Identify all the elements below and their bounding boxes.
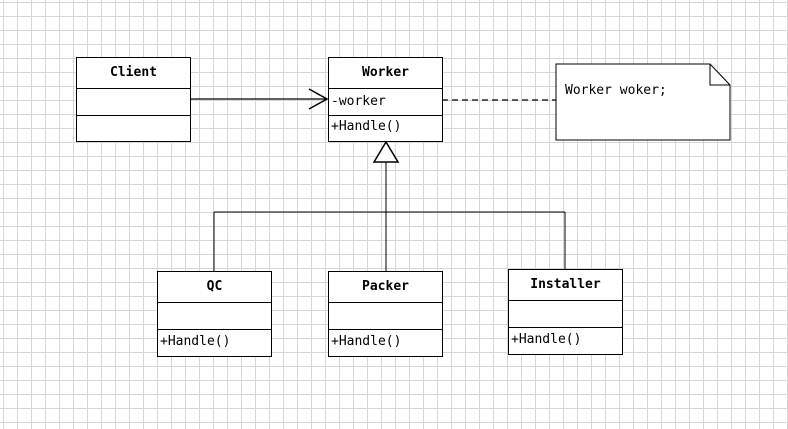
class-client[interactable]: Client: [76, 57, 191, 142]
note-shape[interactable]: [555, 63, 731, 141]
class-installer[interactable]: Installer +Handle(): [508, 269, 623, 355]
class-qc[interactable]: QC +Handle(): [157, 271, 272, 357]
generalization-triangle: [372, 140, 400, 163]
class-packer[interactable]: Packer +Handle(): [328, 271, 443, 357]
class-installer-operations: +Handle(): [511, 332, 582, 347]
class-client-operations: [77, 116, 190, 140]
class-worker[interactable]: Worker -worker +Handle(): [328, 57, 443, 142]
class-packer-name: Packer: [329, 272, 442, 303]
class-qc-name: QC: [158, 272, 271, 303]
class-qc-attributes: [158, 303, 271, 330]
class-client-attributes: [77, 89, 190, 116]
class-installer-name: Installer: [509, 270, 622, 301]
class-qc-operations: +Handle(): [160, 334, 231, 349]
class-packer-attributes: [329, 303, 442, 330]
class-installer-attributes: [509, 301, 622, 328]
note-text: Worker woker;: [565, 83, 667, 98]
class-worker-name: Worker: [329, 58, 442, 89]
association-arrowhead: [308, 88, 329, 110]
class-worker-attributes: -worker: [329, 89, 442, 116]
class-client-name: Client: [77, 58, 190, 89]
note-fold: [709, 64, 730, 86]
class-worker-operations: +Handle(): [331, 119, 402, 134]
class-packer-operations: +Handle(): [331, 334, 402, 349]
